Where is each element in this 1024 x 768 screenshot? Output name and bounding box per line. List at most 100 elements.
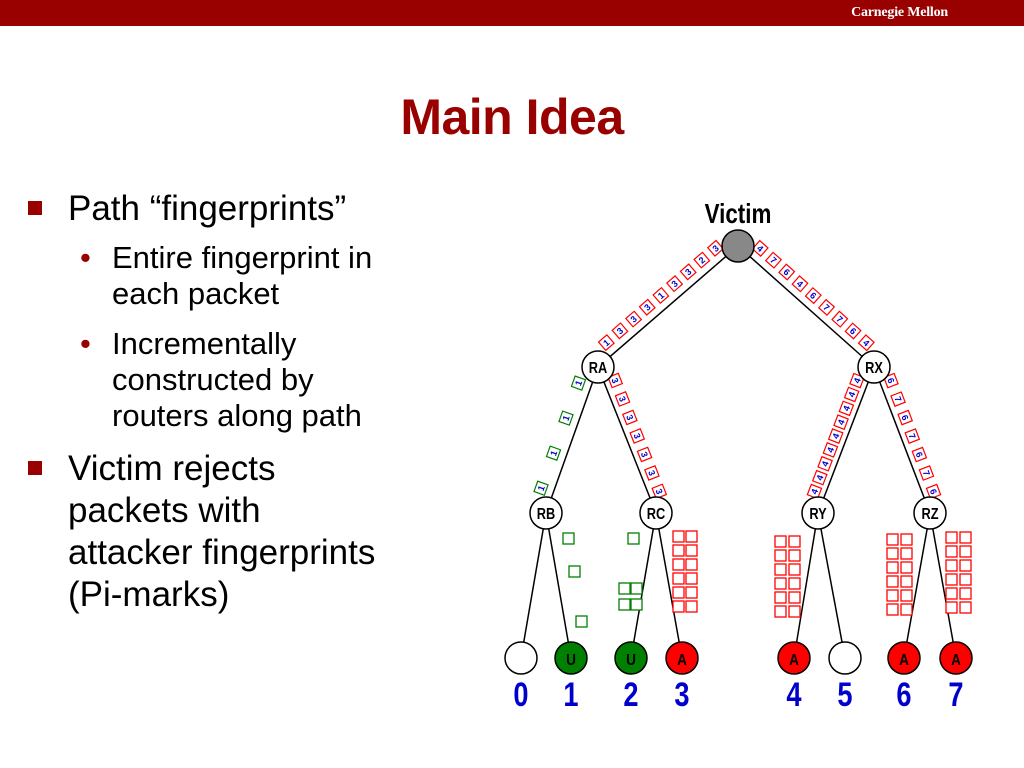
leaf-number: 0 bbox=[513, 675, 528, 714]
packet-box bbox=[945, 545, 958, 558]
mark-digit: 1 bbox=[561, 414, 572, 422]
tree-edge bbox=[817, 366, 875, 514]
mark-box bbox=[558, 410, 574, 426]
victim-ra-mark: 2 bbox=[693, 251, 711, 269]
mark-box bbox=[751, 239, 769, 257]
router-node bbox=[801, 496, 835, 530]
rx-rz-mark: 6 bbox=[925, 483, 942, 500]
sub-bullet-line: Incrementally bbox=[112, 326, 297, 361]
mark-digit: 1 bbox=[548, 449, 559, 457]
rx-ry-mark: 4 bbox=[838, 400, 855, 417]
mark-box bbox=[925, 483, 942, 500]
mark-digit: 4 bbox=[755, 243, 765, 254]
brand-logo: Carnegie Mellon bbox=[851, 5, 948, 20]
sub-bullet-line: Entire fingerprint in bbox=[112, 240, 373, 275]
ra-rb-mark: 1 bbox=[570, 375, 587, 391]
mark-box bbox=[804, 286, 822, 305]
mark-box bbox=[636, 446, 653, 463]
packet-box bbox=[959, 601, 972, 614]
packet-box bbox=[886, 589, 899, 602]
packet-box bbox=[618, 598, 631, 611]
leaf-number: 7 bbox=[948, 675, 963, 714]
packet-box bbox=[788, 605, 801, 618]
ra-rc-mark: 3 bbox=[621, 409, 638, 426]
packet-box bbox=[774, 549, 787, 562]
victim-rx-mark: 6 bbox=[778, 263, 796, 281]
packet-box bbox=[568, 565, 581, 578]
bullet-list: Path “fingerprints” • Entire fingerprint… bbox=[28, 188, 488, 626]
leaf-label: A bbox=[789, 652, 799, 669]
packet-box bbox=[788, 535, 801, 548]
packet-box bbox=[774, 577, 787, 590]
leaf-number: 5 bbox=[837, 675, 852, 714]
tree-edge bbox=[873, 366, 931, 514]
packet-box bbox=[562, 532, 575, 545]
mark-box bbox=[904, 428, 921, 444]
packet-box bbox=[774, 563, 787, 576]
mark-digit: 4 bbox=[852, 377, 863, 385]
mark-box bbox=[652, 286, 670, 305]
mark-digit: 7 bbox=[907, 432, 918, 440]
rx-rz-mark: 6 bbox=[897, 409, 914, 426]
bullet-line: (Pi-marks) bbox=[68, 575, 230, 614]
victim-ra-mark: 3 bbox=[665, 275, 684, 293]
mark-box bbox=[621, 409, 638, 426]
router-node bbox=[857, 350, 891, 384]
victim-rx-mark: 7 bbox=[764, 251, 783, 269]
mark-digit: 4 bbox=[841, 404, 852, 412]
packet-box bbox=[685, 586, 698, 599]
mark-box bbox=[849, 372, 865, 389]
packet-box bbox=[774, 535, 787, 548]
sub-bullet-item: • Incrementally constructed by routers a… bbox=[80, 326, 488, 434]
packet-box bbox=[945, 587, 958, 600]
leaf-node bbox=[614, 641, 648, 675]
mark-digit: 3 bbox=[624, 413, 635, 421]
mark-digit: 1 bbox=[536, 484, 547, 492]
victim-ra-mark: 1 bbox=[652, 286, 670, 305]
packet-box bbox=[959, 573, 972, 586]
mark-box bbox=[597, 334, 615, 352]
packet-box bbox=[672, 544, 685, 557]
packet-box bbox=[959, 587, 972, 600]
mark-box bbox=[811, 469, 828, 486]
ra-rb-mark: 1 bbox=[533, 480, 549, 496]
mark-digit: 4 bbox=[861, 338, 871, 349]
mark-box bbox=[764, 251, 783, 269]
mark-digit: 6 bbox=[928, 487, 939, 495]
packet-box bbox=[627, 532, 640, 545]
packet-box bbox=[900, 547, 913, 560]
packet-box bbox=[685, 572, 698, 585]
mark-digit: 1 bbox=[656, 290, 666, 301]
victim-rx-mark: 4 bbox=[857, 334, 875, 352]
mark-box bbox=[897, 409, 914, 426]
mark-digit: 3 bbox=[631, 432, 642, 440]
mark-box bbox=[614, 391, 631, 407]
mark-box bbox=[890, 391, 906, 407]
packet-box bbox=[774, 591, 787, 604]
router-label: RX bbox=[865, 360, 883, 378]
leaf-number: 1 bbox=[563, 675, 578, 714]
packet-box bbox=[959, 531, 972, 544]
mark-box bbox=[843, 386, 860, 403]
leaf-label: A bbox=[899, 652, 909, 669]
mark-digit: 7 bbox=[892, 395, 903, 403]
leaf-node bbox=[777, 641, 811, 675]
bullet-text: Path “fingerprints” bbox=[68, 189, 347, 228]
sub-bullet-line: constructed by bbox=[112, 362, 314, 397]
mark-digit: 4 bbox=[830, 432, 841, 440]
packet-box bbox=[945, 531, 958, 544]
packet-box bbox=[959, 545, 972, 558]
mark-digit: 4 bbox=[825, 446, 836, 454]
mark-digit: 1 bbox=[573, 379, 584, 387]
ra-rc-mark: 3 bbox=[643, 465, 660, 481]
rx-rz-mark: 7 bbox=[918, 465, 935, 481]
tree-edge bbox=[793, 512, 819, 659]
ra-rc-mark: 3 bbox=[636, 446, 653, 463]
mark-box bbox=[533, 480, 549, 496]
packet-box bbox=[886, 547, 899, 560]
mark-box bbox=[883, 372, 899, 389]
packet-box bbox=[672, 572, 685, 585]
leaf-number: 3 bbox=[674, 675, 689, 714]
mark-digit: 4 bbox=[836, 418, 847, 426]
